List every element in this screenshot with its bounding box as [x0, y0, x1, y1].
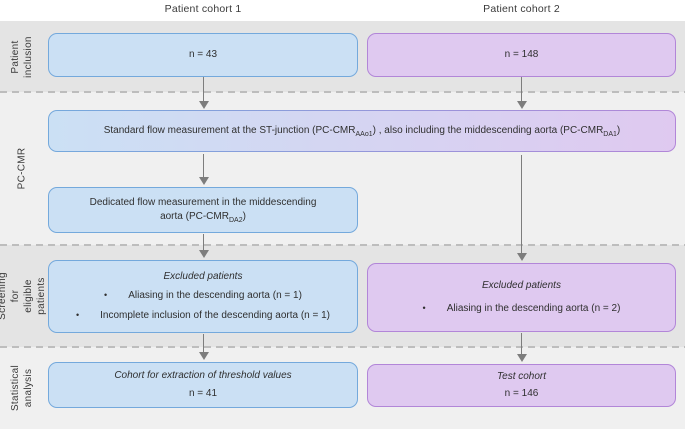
row-label-patient-inclusion: Patient inclusion — [10, 35, 34, 78]
dedicated-flow-line2: aorta (PC-CMRDA2) — [160, 211, 246, 224]
excluded-cohort2-title: Excluded patients — [482, 279, 561, 291]
dashed-separator-1 — [0, 91, 685, 93]
excluded-cohort1-bullet-1: • Aliasing in the descending aorta (n = … — [104, 290, 302, 302]
subscript-da2: DA2 — [228, 217, 243, 224]
dashed-separator-3 — [0, 346, 685, 348]
test-cohort-n: n = 146 — [504, 388, 539, 399]
box-test-cohort: Test cohort n = 146 — [367, 364, 676, 407]
arrow-c1-inclusion-to-flow — [203, 77, 204, 101]
excluded-cohort1-bullet-2: • Incomplete inclusion of the descending… — [75, 309, 331, 321]
bullet-dot: • — [104, 290, 108, 301]
arrow-c1-flow-to-dedicated — [203, 154, 204, 177]
arrow-c2-excluded-to-test — [521, 333, 522, 354]
arrow-c1-dedicated-to-excluded — [203, 234, 204, 250]
excluded-cohort1-title: Excluded patients — [163, 270, 243, 282]
box-excluded-cohort2: Excluded patients • Aliasing in the desc… — [367, 263, 676, 332]
inclusion-cohort2-n: n = 148 — [504, 48, 539, 60]
arrow-c1-excluded-to-threshold — [203, 334, 204, 352]
box-standard-flow-measurement: Standard flow measurement at the ST-junc… — [48, 110, 676, 152]
dedicated-flow-line1: Dedicated flow measurement in the middes… — [89, 196, 317, 208]
subscript-aao1: AAo1 — [355, 130, 373, 138]
arrow-c2-flow-to-excluded — [521, 155, 522, 253]
row-label-statistical-analysis: Statistical analysis — [10, 364, 34, 412]
box-inclusion-cohort1: n = 43 — [48, 33, 358, 77]
excluded-cohort2-bullet-1: • Aliasing in the descending aorta (n = … — [422, 303, 621, 314]
row-label-screening: Screening for eligible patients — [0, 272, 48, 320]
box-excluded-cohort1: Excluded patients • Aliasing in the desc… — [48, 260, 358, 333]
row-label-pc-cmr: PC-CMR — [16, 147, 28, 190]
box-dedicated-flow-measurement: Dedicated flow measurement in the middes… — [48, 187, 358, 233]
standard-flow-text: Standard flow measurement at the ST-junc… — [103, 124, 621, 138]
threshold-cohort-title: Cohort for extraction of threshold value… — [114, 369, 292, 381]
test-cohort-title: Test cohort — [496, 370, 547, 382]
inclusion-cohort1-n: n = 43 — [188, 48, 218, 60]
dashed-separator-2 — [0, 244, 685, 246]
bullet-dot: • — [422, 303, 426, 313]
box-inclusion-cohort2: n = 148 — [367, 33, 676, 77]
threshold-cohort-n: n = 41 — [188, 388, 218, 399]
subscript-da1: DA1 — [603, 130, 617, 138]
box-threshold-cohort: Cohort for extraction of threshold value… — [48, 362, 358, 408]
cohort-1-header: Patient cohort 1 — [164, 3, 242, 15]
arrow-c2-inclusion-to-flow — [521, 77, 522, 101]
cohort-2-header: Patient cohort 2 — [483, 3, 560, 15]
bullet-dot: • — [75, 309, 80, 320]
